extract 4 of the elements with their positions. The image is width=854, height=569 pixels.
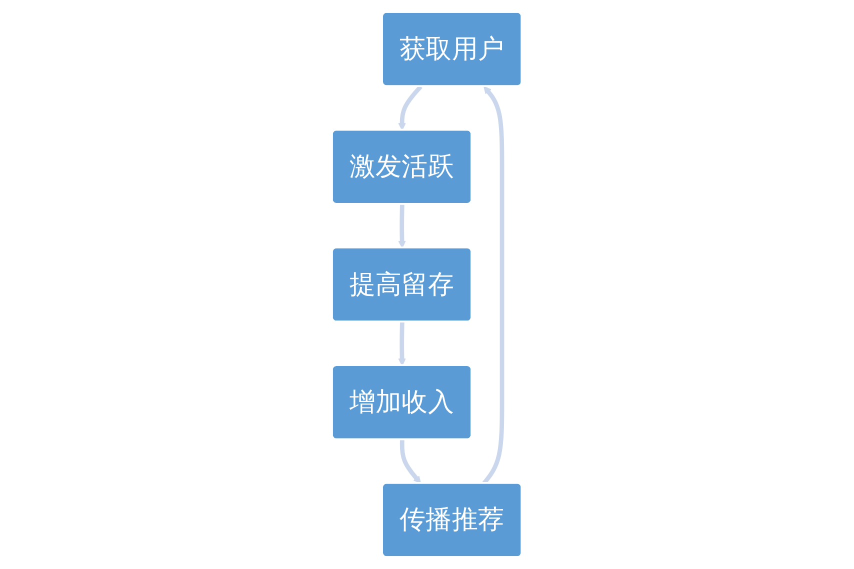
arrow <box>398 85 423 130</box>
arrow <box>398 322 406 366</box>
arrow <box>398 204 406 248</box>
arrow <box>400 440 422 484</box>
